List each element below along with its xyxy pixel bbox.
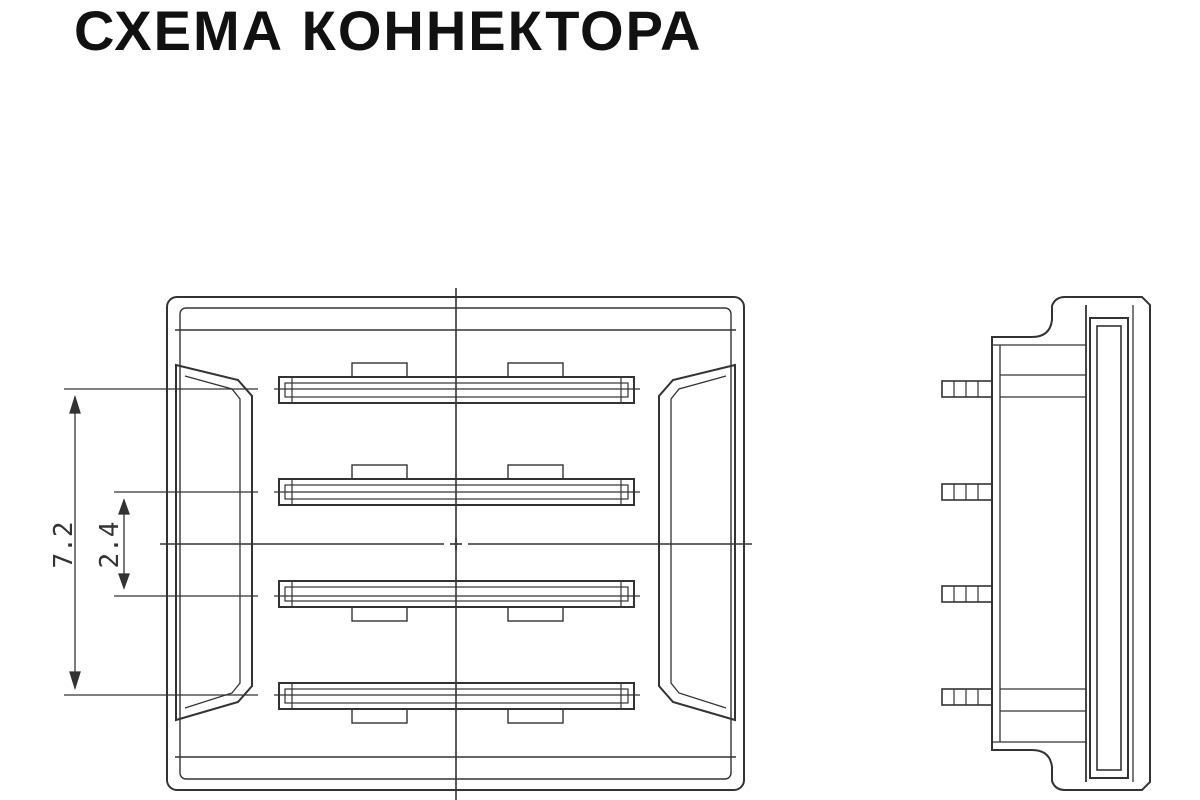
left-latch bbox=[175, 363, 253, 722]
pin bbox=[941, 688, 993, 706]
side-housing-outline bbox=[991, 296, 1151, 791]
mating-face bbox=[1089, 317, 1129, 779]
pin bbox=[941, 380, 993, 398]
dimension-lines bbox=[64, 388, 640, 696]
pin bbox=[941, 483, 993, 501]
pin bbox=[941, 585, 993, 603]
dimension-label-outer: 7.2 bbox=[49, 522, 79, 569]
front-view bbox=[160, 288, 752, 800]
dimension-label-inner: 2.4 bbox=[95, 522, 125, 569]
right-latch bbox=[658, 363, 736, 722]
page-title: СХЕМА КОННЕКТОРА bbox=[74, 0, 703, 62]
side-view bbox=[941, 296, 1151, 791]
